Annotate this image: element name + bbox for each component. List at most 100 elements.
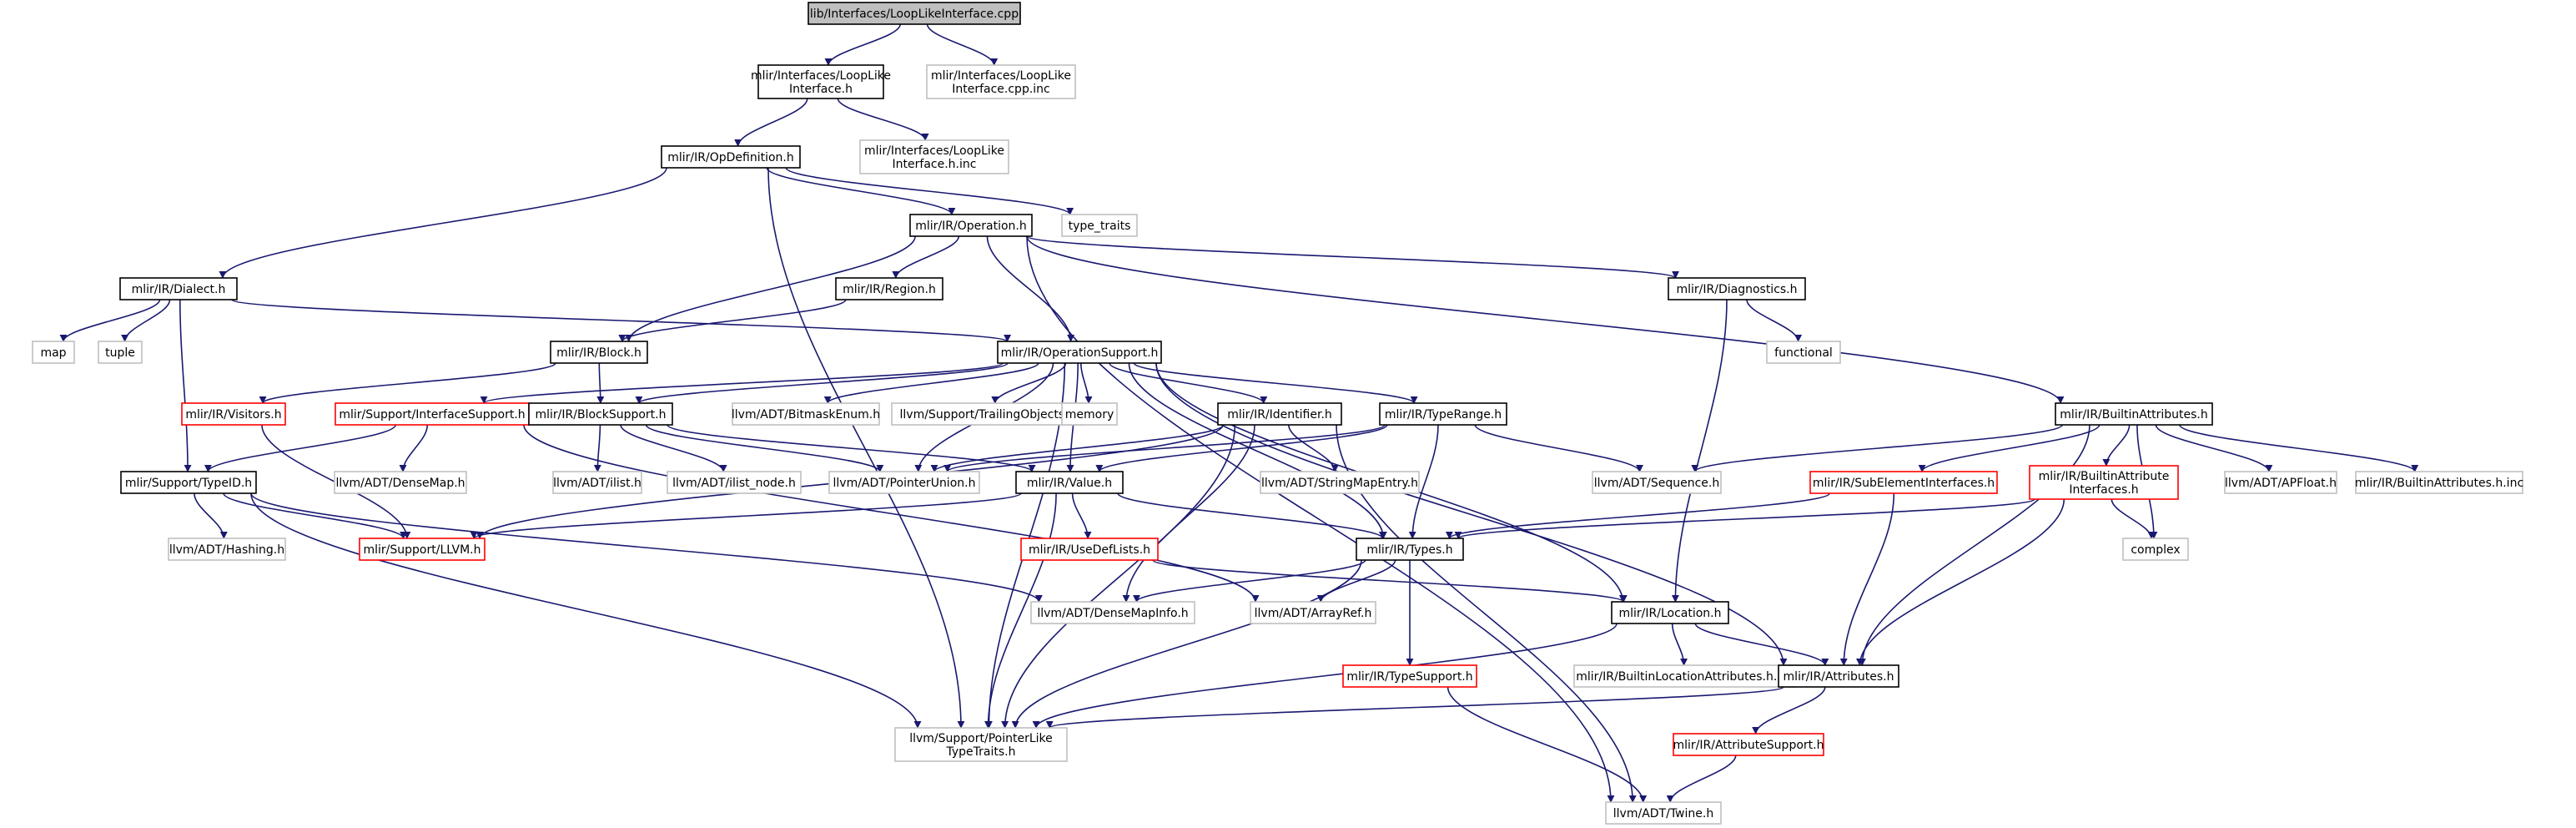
node-mlir-ir-opdefinition-h[interactable]: mlir/IR/OpDefinition.h [661, 145, 801, 169]
edge-n22-to-n47 [1001, 424, 1236, 729]
node-label: mlir/IR/Block.h [556, 346, 641, 360]
edge-n13-to-n23 [1133, 362, 1418, 404]
node-mlir-ir-usedeflists-h[interactable]: mlir/IR/UseDefLists.h [1020, 538, 1159, 561]
edge-n39-to-n47 [1011, 559, 1362, 729]
node-label: mlir/IR/BuiltinAttributes.h [2060, 408, 2207, 422]
node-mlir-ir-typesupport-h[interactable]: mlir/IR/TypeSupport.h [1342, 664, 1477, 688]
edge-n22-to-n29 [1288, 424, 1339, 472]
edges-layer [59, 23, 2419, 803]
node-mlir-ir-block-h[interactable]: mlir/IR/Block.h [550, 341, 648, 364]
node-box [1592, 471, 1722, 494]
edge-n39-to-n42 [1316, 559, 1396, 603]
edge-n18-to-n27 [620, 424, 727, 472]
node-mlir-support-llvm-h[interactable]: mlir/Support/LLVM.h [359, 538, 486, 561]
edge-n30-to-n47 [984, 492, 1057, 729]
node-box [168, 538, 286, 561]
node-label: llvm/ADT/APFloat.h [2225, 477, 2337, 490]
node-label: mlir/IR/Value.h [1027, 477, 1112, 490]
node-mlir-ir-region-h[interactable]: mlir/IR/Region.h [835, 277, 943, 300]
edge-n15-to-n46 [1858, 424, 2090, 666]
node-label: llvm/ADT/ArrayRef.h [1255, 607, 1372, 620]
node-label: mlir/IR/OperationSupport.h [1001, 346, 1159, 360]
node-label: complex [2131, 543, 2180, 557]
node-llvm-adt-stringmapentry-h: llvm/ADT/StringMapEntry.h [1260, 471, 1420, 494]
node-label: llvm/ADT/ilist_node.h [672, 477, 796, 490]
edge-n23-to-n39 [1408, 424, 1439, 539]
node-mlir-ir-builtinattributes-h[interactable]: mlir/IR/BuiltinAttributes.h [2055, 402, 2213, 426]
node-mlir-ir-attributesupport-h[interactable]: mlir/IR/AttributeSupport.h [1673, 733, 1824, 756]
node-mlir-ir-builtinattributes-h-inc: mlir/IR/BuiltinAttributes.h.inc [2355, 471, 2523, 494]
node-label: functional [1774, 346, 1833, 360]
node-label: mlir/IR/AttributeSupport.h [1673, 739, 1824, 752]
node-mlir-ir-subelementinterfaces-h[interactable]: mlir/IR/SubElementInterfaces.h [1809, 471, 1998, 494]
node-mlir-ir-diagnostics-h[interactable]: mlir/IR/Diagnostics.h [1668, 277, 1806, 300]
node-mlir-ir-typerange-h[interactable]: mlir/IR/TypeRange.h [1379, 402, 1507, 426]
node-mlir-ir-operationsupport-h[interactable]: mlir/IR/OperationSupport.h [997, 341, 1162, 364]
edge-n15-to-n35 [2179, 424, 2419, 472]
node-box [552, 471, 642, 494]
node-mlir-ir-attributes-h[interactable]: mlir/IR/Attributes.h [1778, 664, 1899, 688]
node-mlir-ir-types-h[interactable]: mlir/IR/Types.h [1356, 538, 1464, 561]
node-mlir-interfaces-looplikeinterface-h[interactable]: mlir/Interfaces/LoopLikeInterface.h [751, 64, 891, 99]
node-label: llvm/Support/PointerLike [909, 732, 1053, 745]
edge-n33-to-n39 [1454, 498, 2035, 539]
node-llvm-adt-arrayref-h: llvm/ADT/ArrayRef.h [1250, 601, 1376, 624]
node-box [359, 538, 486, 561]
node-label: Interface.cpp.inc [952, 83, 1050, 96]
edge-n22-to-n28 [930, 424, 1225, 472]
edge-n32-to-n39 [1446, 492, 1830, 539]
edge-n17-to-n25 [399, 424, 429, 472]
edge-n5-to-n8 [892, 235, 960, 279]
node-mlir-support-typeid-h[interactable]: mlir/Support/TypeID.h [120, 471, 257, 494]
node-mlir-ir-value-h[interactable]: mlir/IR/Value.h [1015, 471, 1124, 494]
edge-n38-to-n43 [1152, 559, 1628, 603]
edge-n30-to-n39 [1117, 492, 1386, 539]
edge-n9-to-n14 [1746, 299, 1803, 342]
node-box [119, 277, 238, 300]
node-label: lib/Interfaces/LoopLikeInterface.cpp [810, 8, 1019, 21]
node-mlir-ir-location-h[interactable]: mlir/IR/Location.h [1611, 601, 1729, 624]
node-box [1611, 601, 1729, 624]
edge-n33-to-n46 [1855, 498, 2065, 666]
node-lib-interfaces-looplikeinterface-cpp[interactable]: lib/Interfaces/LoopLikeInterface.cpp [808, 2, 1021, 25]
node-mlir-ir-operation-h[interactable]: mlir/IR/Operation.h [909, 214, 1033, 237]
edge-n13-to-n22 [1109, 362, 1268, 404]
edge-n22-to-n41 [1122, 424, 1255, 603]
node-label: llvm/ADT/Hashing.h [169, 543, 284, 557]
edge-n13-to-n21 [1080, 362, 1093, 404]
node-label: mlir/IR/BlockSupport.h [536, 408, 667, 422]
node-label: mlir/IR/Dialect.h [132, 283, 226, 296]
node-box [1809, 471, 1998, 494]
edge-n5-to-n12 [625, 235, 916, 342]
node-label: mlir/IR/Diagnostics.h [1676, 283, 1797, 296]
edge-n46-to-n47 [1046, 686, 1784, 729]
edge-n13-to-n39 [1128, 362, 1387, 539]
node-mlir-ir-visitors-h[interactable]: mlir/IR/Visitors.h [181, 402, 286, 426]
edge-n7-to-n11 [121, 299, 171, 342]
node-llvm-adt-ilist-h: llvm/ADT/ilist.h [552, 471, 642, 494]
node-mlir-interfaces-looplikeinterface-h-inc: mlir/Interfaces/LoopLikeInterface.h.inc [859, 139, 1009, 174]
node-tuple: tuple [98, 341, 143, 364]
node-box [1342, 664, 1477, 688]
node-label: Interface.h.inc [893, 158, 977, 171]
node-functional: functional [1766, 341, 1841, 364]
edge-n13-to-n17 [480, 362, 1004, 404]
edge-n13-to-n46 [1155, 362, 1788, 666]
edge-n9-to-n43 [1671, 299, 1728, 603]
node-label: llvm/ADT/BitmaskEnum.h [732, 408, 880, 422]
node-mlir-ir-builtinlocationattributes-h-inc: mlir/IR/BuiltinLocationAttributes.h.inc [1573, 664, 1797, 688]
node-mlir-ir-identifier-h[interactable]: mlir/IR/Identifier.h [1217, 402, 1342, 426]
edge-n7-to-n24 [179, 299, 192, 472]
node-mlir-ir-blocksupport-h[interactable]: mlir/IR/BlockSupport.h [528, 402, 673, 426]
node-label: llvm/ADT/Twine.h [1613, 807, 1713, 820]
edge-n15-to-n34 [2155, 424, 2273, 472]
node-box [1020, 538, 1159, 561]
node-mlir-ir-dialect-h[interactable]: mlir/IR/Dialect.h [119, 277, 238, 300]
node-label: mlir/IR/TypeSupport.h [1346, 670, 1472, 684]
node-mlir-support-interfacesupport-h[interactable]: mlir/Support/InterfaceSupport.h [335, 402, 530, 426]
edge-n43-to-n46 [1694, 623, 1829, 666]
edge-n7-to-n10 [59, 299, 161, 342]
node-label: llvm/ADT/StringMapEntry.h [1261, 477, 1418, 490]
